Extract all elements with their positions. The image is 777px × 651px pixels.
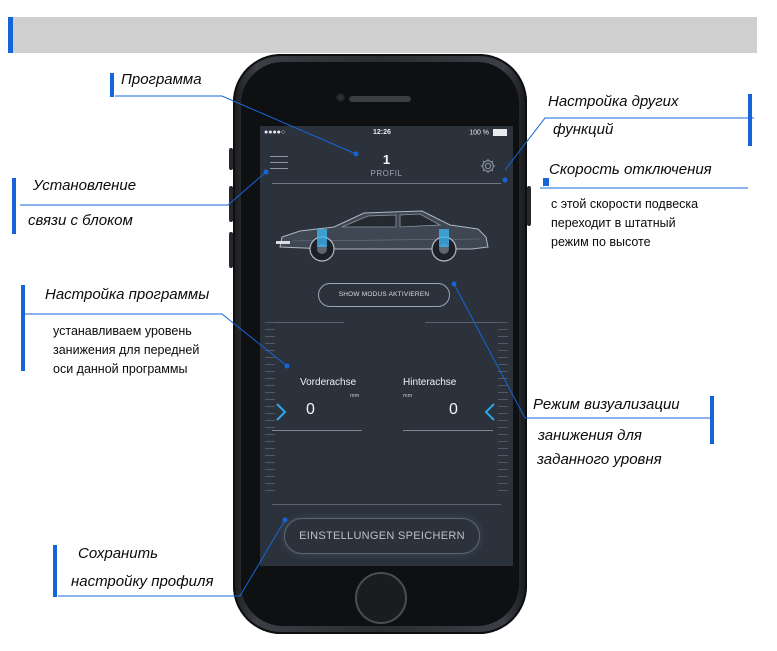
header-accent <box>8 17 13 53</box>
annotation-prog-setup-desc-2: занижения для передней <box>53 343 200 357</box>
battery-icon <box>493 129 507 136</box>
camera-icon <box>336 93 345 102</box>
annotation-prog-setup-title: Настройка программы <box>45 286 210 303</box>
annotation-other-2: функций <box>553 121 614 138</box>
gear-icon[interactable] <box>479 157 497 175</box>
annotation-speed-desc-2: переходит в штатный <box>551 216 676 230</box>
speaker-grille <box>349 96 411 102</box>
divider-right <box>425 322 501 323</box>
rear-axle-underline <box>403 430 493 431</box>
chevron-right-icon[interactable] <box>274 402 288 422</box>
menu-icon[interactable] <box>270 156 288 170</box>
annotation-save-1: Сохранить <box>78 545 159 562</box>
rear-axle-value[interactable]: 0 <box>449 401 458 418</box>
accent-bar-viz <box>710 396 714 444</box>
annotation-viz-1: Режим визуализации <box>533 396 680 413</box>
annotation-save-2: настройку профиля <box>71 573 214 590</box>
accent-bar-save <box>53 545 57 597</box>
profile-number[interactable]: 1 <box>382 152 391 167</box>
bottom-divider <box>272 504 501 505</box>
chevron-left-icon[interactable] <box>483 402 497 422</box>
front-axle-value[interactable]: 0 <box>306 401 315 418</box>
car-illustration <box>276 210 489 262</box>
annotation-viz-3: заданного уровня <box>537 451 662 468</box>
app-screen: ●●●●○ 12:26 100 % 1 PROFIL SHOW MODUS AK… <box>260 126 513 566</box>
power-button[interactable] <box>527 186 531 226</box>
profile-label: PROFIL <box>370 169 403 178</box>
battery-indicator: 100 % <box>469 129 507 136</box>
annotation-speed-title: Скорость отключения <box>549 161 712 178</box>
annotation-speed-desc-1: с этой скорости подвеска <box>551 197 699 211</box>
annotation-prog-setup-desc-1: устанавливаем уровень <box>53 324 192 338</box>
annotation-connect-1: Установление <box>33 177 137 194</box>
annotation-connect-2: связи с блоком <box>28 212 133 229</box>
annotation-programma: Программа <box>121 71 202 88</box>
annotation-other-1: Настройка других <box>548 93 679 110</box>
front-axle-underline <box>272 430 362 431</box>
annotation-viz-2: занижения для <box>538 427 642 444</box>
accent-bar-programma <box>110 73 114 97</box>
signal-indicator: ●●●●○ <box>264 129 286 136</box>
annotation-speed-desc-3: режим по высоте <box>551 235 651 249</box>
volume-up-button[interactable] <box>229 186 233 222</box>
save-settings-button[interactable]: EINSTELLUNGEN SPEICHERN <box>284 518 480 554</box>
accent-bar-prog-setup <box>21 285 25 371</box>
status-bar: ●●●●○ 12:26 100 % <box>260 126 513 140</box>
volume-down-button[interactable] <box>229 232 233 268</box>
accent-square-speed <box>543 178 549 186</box>
header-bar <box>8 17 757 53</box>
home-button[interactable] <box>355 572 407 624</box>
divider-left <box>272 322 344 323</box>
rear-scale <box>494 322 508 497</box>
front-axle-unit: mm <box>350 393 360 399</box>
status-time: 12:26 <box>373 129 391 136</box>
front-axle-label: Vorderachse <box>300 377 357 388</box>
header-divider <box>272 183 501 184</box>
rear-axle-label: Hinterachse <box>403 377 457 388</box>
mute-switch[interactable] <box>229 148 233 170</box>
annotation-prog-setup-desc-3: оси данной программы <box>53 362 188 376</box>
front-scale <box>265 322 279 497</box>
accent-bar-connect <box>12 178 16 234</box>
show-modus-button[interactable]: SHOW MODUS AKTIVIEREN <box>318 283 450 307</box>
accent-bar-other <box>748 94 752 146</box>
battery-percent: 100 % <box>469 129 490 137</box>
rear-axle-unit: mm <box>403 393 413 399</box>
